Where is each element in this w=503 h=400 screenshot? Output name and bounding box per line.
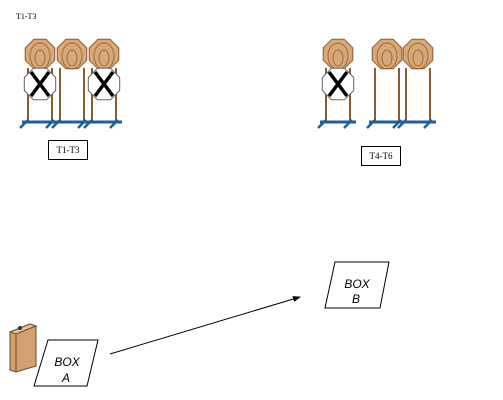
steel-plate: [56, 38, 88, 70]
stand-foot: [423, 119, 433, 129]
box-a-line1: BOX: [54, 355, 80, 369]
stand-foot: [45, 119, 55, 129]
stand-foot: [77, 119, 87, 129]
plate-ring: [412, 49, 424, 67]
target-group-t4-t6: [317, 38, 436, 129]
steel-plate: [322, 38, 354, 70]
plate-ring: [61, 42, 83, 70]
steel-plate: [402, 38, 434, 70]
top-left-label: T1-T3: [16, 12, 37, 21]
plate-ring: [407, 42, 429, 70]
stand-foot: [392, 119, 402, 129]
barrel-top: [8, 323, 38, 335]
box-b-line1: BOX: [344, 277, 370, 291]
plate-ring: [98, 49, 110, 67]
stand-foot: [19, 119, 29, 129]
barrel-cap: [18, 326, 22, 330]
plate-ring: [376, 42, 398, 70]
target-group-t1-t3: [19, 38, 122, 129]
shooting-box-a: BOX A: [33, 339, 99, 387]
no-shoot-x-mark: [93, 70, 115, 98]
plate-ring: [332, 49, 344, 67]
plate-ring: [66, 49, 78, 67]
prop-barrel: [8, 323, 38, 373]
steel-target: [317, 38, 356, 129]
steel-plate: [24, 38, 56, 70]
steel-plate: [88, 38, 120, 70]
stand-foot: [397, 119, 407, 129]
no-shoot-x-mark: [29, 70, 51, 98]
plate-ring: [381, 49, 393, 67]
steel-target: [366, 38, 405, 129]
shooting-box-b: BOX B: [324, 261, 390, 309]
stand-foot: [366, 119, 376, 129]
target-group-label-t1-t3: T1-T3: [48, 140, 88, 160]
steel-plate: [371, 38, 403, 70]
stand-foot: [83, 119, 93, 129]
no-shoot-x-mark: [327, 70, 349, 98]
target-group-label-t4-t6: T4-T6: [361, 146, 401, 166]
box-b-line2: B: [352, 292, 360, 306]
steel-target: [51, 38, 90, 129]
stand-foot: [317, 119, 327, 129]
steel-target: [19, 38, 58, 129]
steel-target: [397, 38, 436, 129]
stand-foot: [51, 119, 61, 129]
stand-foot: [343, 119, 353, 129]
steel-target: [83, 38, 122, 129]
box-a-line2: A: [61, 371, 70, 385]
stand-foot: [109, 119, 119, 129]
movement-arrow: [109, 296, 301, 355]
plate-ring: [34, 49, 46, 67]
